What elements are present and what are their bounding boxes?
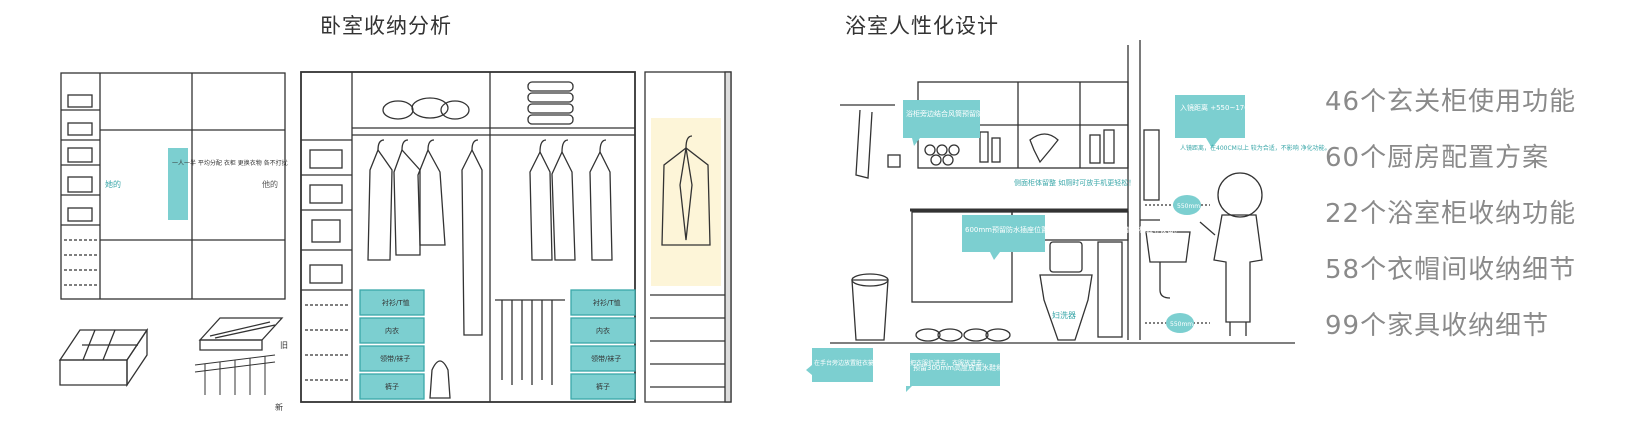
dimension-badge-bottom — [1166, 313, 1194, 333]
dimension-bottom-text: 550mm — [1170, 321, 1193, 328]
label-hers: 她的 — [105, 179, 121, 189]
bathroom-section-drawing — [830, 40, 1295, 344]
drawer-right-label: 裤子 — [596, 382, 610, 391]
drawer-left-label: 内衣 — [385, 326, 399, 335]
sliding-wardrobe-drawing — [60, 72, 286, 300]
label-middle-split: 一人一半 平均分配 衣柜 更换衣物 各不打扰 — [172, 159, 288, 167]
callout-towel — [903, 100, 980, 146]
label-his: 他的 — [262, 179, 278, 189]
dimension-top-text: 550mm — [1177, 203, 1200, 210]
dimension-badge-top — [1173, 195, 1201, 215]
drawer-stack-right — [570, 289, 636, 400]
callout-left-bottom — [806, 348, 873, 382]
drawer-organizer-drawing — [58, 317, 284, 388]
callout-left-bottom-text: 在手台旁边放置脏衣篓，手脏了可以把衣服扔进去，衣服放进去。 — [814, 359, 988, 367]
callout-towel-text: 浴柜旁边结合风筒预留防水插座。 — [906, 109, 1011, 118]
stat-item: 46个玄关柜使用功能 — [1325, 87, 1577, 117]
callout-height-text: 入镜距离 +550~170 =380mm — [1180, 103, 1284, 112]
drawer-stack-left — [359, 289, 425, 400]
callout-socket — [962, 215, 1045, 260]
stat-item: 99个家具收纳细节 — [1325, 311, 1550, 341]
drawer-left-label: 领带/袜子 — [380, 354, 410, 363]
drawer-left-label: 裤子 — [385, 382, 399, 391]
stat-item: 58个衣帽间收纳细节 — [1325, 255, 1577, 285]
label-old: 旧 — [280, 341, 288, 350]
callout-height — [1175, 95, 1245, 148]
drawer-right-label: 内衣 — [596, 326, 610, 335]
label-new: 新 — [275, 402, 283, 412]
bedroom-storage-title: 卧室收纳分析 — [320, 14, 452, 38]
drawer-right-label: 领带/袜子 — [591, 354, 621, 363]
label-mirror: 人镜距离，在400CM以上 较为合适，不影响 净化功能。 — [1180, 144, 1331, 152]
label-toilet-spray: 妇洗器 — [1052, 310, 1076, 320]
callout-socket-text: 600mm预留防水插座位置，方便手机充电，连接智能马桶盖等设备。 — [965, 225, 1181, 234]
stat-item: 22个浴室柜收纳功能 — [1325, 199, 1577, 229]
callout-shoe-text: 预留300mm高度放置水鞋和拖鞋。 — [913, 363, 1024, 372]
label-phone: 侧面柜体留整 如厕时可放手机更轻松！ — [1014, 178, 1135, 187]
stat-item: 60个厨房配置方案 — [1325, 143, 1550, 173]
callout-shoe — [906, 353, 1000, 392]
middle-label-panel — [168, 148, 188, 220]
bathroom-design-title: 浴室人性化设计 — [845, 14, 999, 38]
suit-closet-drawing — [644, 71, 732, 403]
drawer-right-label: 衬衫/T恤 — [593, 298, 621, 307]
stats-list: 46个玄关柜使用功能 60个厨房配置方案 22个浴室柜收纳功能 58个衣帽间收纳… — [1325, 74, 1576, 354]
drawer-left-label: 衬衫/T恤 — [382, 298, 410, 307]
pull-out-rack-drawing — [194, 354, 276, 395]
open-wardrobe-drawing — [300, 71, 636, 403]
